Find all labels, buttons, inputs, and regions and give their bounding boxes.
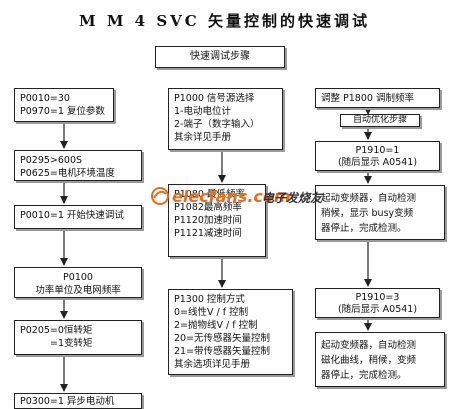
header-box: 快速调试步骤	[155, 46, 285, 68]
step-line: P0205=0恒转矩	[20, 325, 93, 336]
step-line: 器停止，完成检测。	[321, 370, 407, 381]
right-step-4: 起动变频器，自动检测 稍候，显示 busy变频 器停止，完成检测。	[315, 185, 445, 240]
step-line: =1变转矩	[50, 338, 93, 349]
step-line: P1300 控制方式	[174, 294, 245, 305]
middle-step-2: P1080 最低频率 P1082最高频率 P1120加速时间 P1121减速时间	[168, 184, 266, 257]
step-line: 起动变频器，自动检测	[321, 193, 417, 204]
step-line: P1120加速时间	[174, 215, 242, 226]
right-step-5: P1910=3 (随后显示 A0541)	[315, 288, 440, 318]
step-line: 稍候，显示 busy变频	[321, 208, 414, 219]
step-line: P0010=1 开始快速调试	[20, 210, 124, 221]
header-box-label: 快速调试步骤	[190, 51, 250, 62]
left-step-6: P0300=1 异步电动机	[14, 393, 142, 409]
right-step-2: 自动优化步骤	[340, 114, 420, 127]
step-line: 2=抛物线V / f 控制	[174, 320, 258, 331]
step-line: 1-电动电位计	[174, 106, 231, 117]
page-title: M M 4 SVC 矢量控制的快速调试	[79, 12, 370, 30]
right-step-6: 起动变频器，自动检测 磁化曲线，稍候，变频 器停止，完成检测。	[315, 332, 445, 387]
step-line: P1082最高频率	[174, 202, 242, 213]
step-line: P0625=电机环境温度	[20, 168, 115, 179]
left-step-2: P0295>600S P0625=电机环境温度	[14, 150, 142, 181]
step-line: P1121减速时间	[174, 228, 242, 239]
step-line: P0970=1 复位参数	[20, 106, 105, 117]
step-line: 2-端子（数字输入）	[174, 119, 260, 130]
step-line: 其余详见手册	[174, 132, 232, 143]
step-line: 磁化曲线，稍候，变频	[321, 355, 417, 366]
step-line: 0=线性V / f 控制	[174, 307, 249, 318]
step-line: P0100	[63, 272, 93, 283]
step-line: (随后显示 A0541)	[337, 157, 418, 168]
step-line: 调整 P1800 调制频率	[321, 93, 414, 104]
step-line: P1000 信号源选择	[174, 93, 255, 104]
watermark: elecfans.com 电子发烧友	[150, 185, 340, 207]
left-step-1: P0010=30 P0970=1 复位参数	[14, 88, 114, 122]
left-step-4: P0100 功率单位及电网频率	[14, 267, 142, 298]
elecfans-logo-icon	[151, 187, 169, 205]
step-line: 20=无传感器矢量控制	[174, 333, 271, 344]
step-line: P1080 最低频率	[174, 189, 245, 200]
step-line: 自动优化步骤	[352, 115, 407, 125]
step-line: P1910=1	[355, 145, 400, 156]
right-step-1: 调整 P1800 调制频率	[315, 88, 440, 108]
middle-step-3: P1300 控制方式 0=线性V / f 控制 2=抛物线V / f 控制 20…	[168, 289, 293, 375]
step-line: (随后显示 A0541)	[337, 304, 418, 315]
step-line: 器停止，完成检测。	[321, 223, 407, 234]
middle-step-1: P1000 信号源选择 1-电动电位计 2-端子（数字输入） 其余详见手册	[168, 88, 283, 150]
left-step-3: P0010=1 开始快速调试	[14, 205, 142, 229]
step-line: P0010=30	[20, 93, 70, 104]
left-step-5: P0205=0恒转矩 =1变转矩	[14, 320, 142, 355]
step-line: P1910=3	[355, 292, 400, 303]
right-step-3: P1910=1 (随后显示 A0541)	[315, 141, 440, 171]
step-line: 其余选项详见手册	[174, 359, 251, 370]
step-line: P0300=1 异步电动机	[20, 396, 115, 407]
watermark-brand: elecfans.com	[172, 187, 291, 206]
step-line: 起动变频器，自动检测	[321, 340, 417, 351]
step-line: P0295>600S	[20, 155, 83, 166]
watermark-sub: 电子发烧友	[262, 191, 323, 205]
step-line: 功率单位及电网频率	[35, 285, 121, 296]
step-line: 21=带传感器矢量控制	[174, 346, 271, 357]
